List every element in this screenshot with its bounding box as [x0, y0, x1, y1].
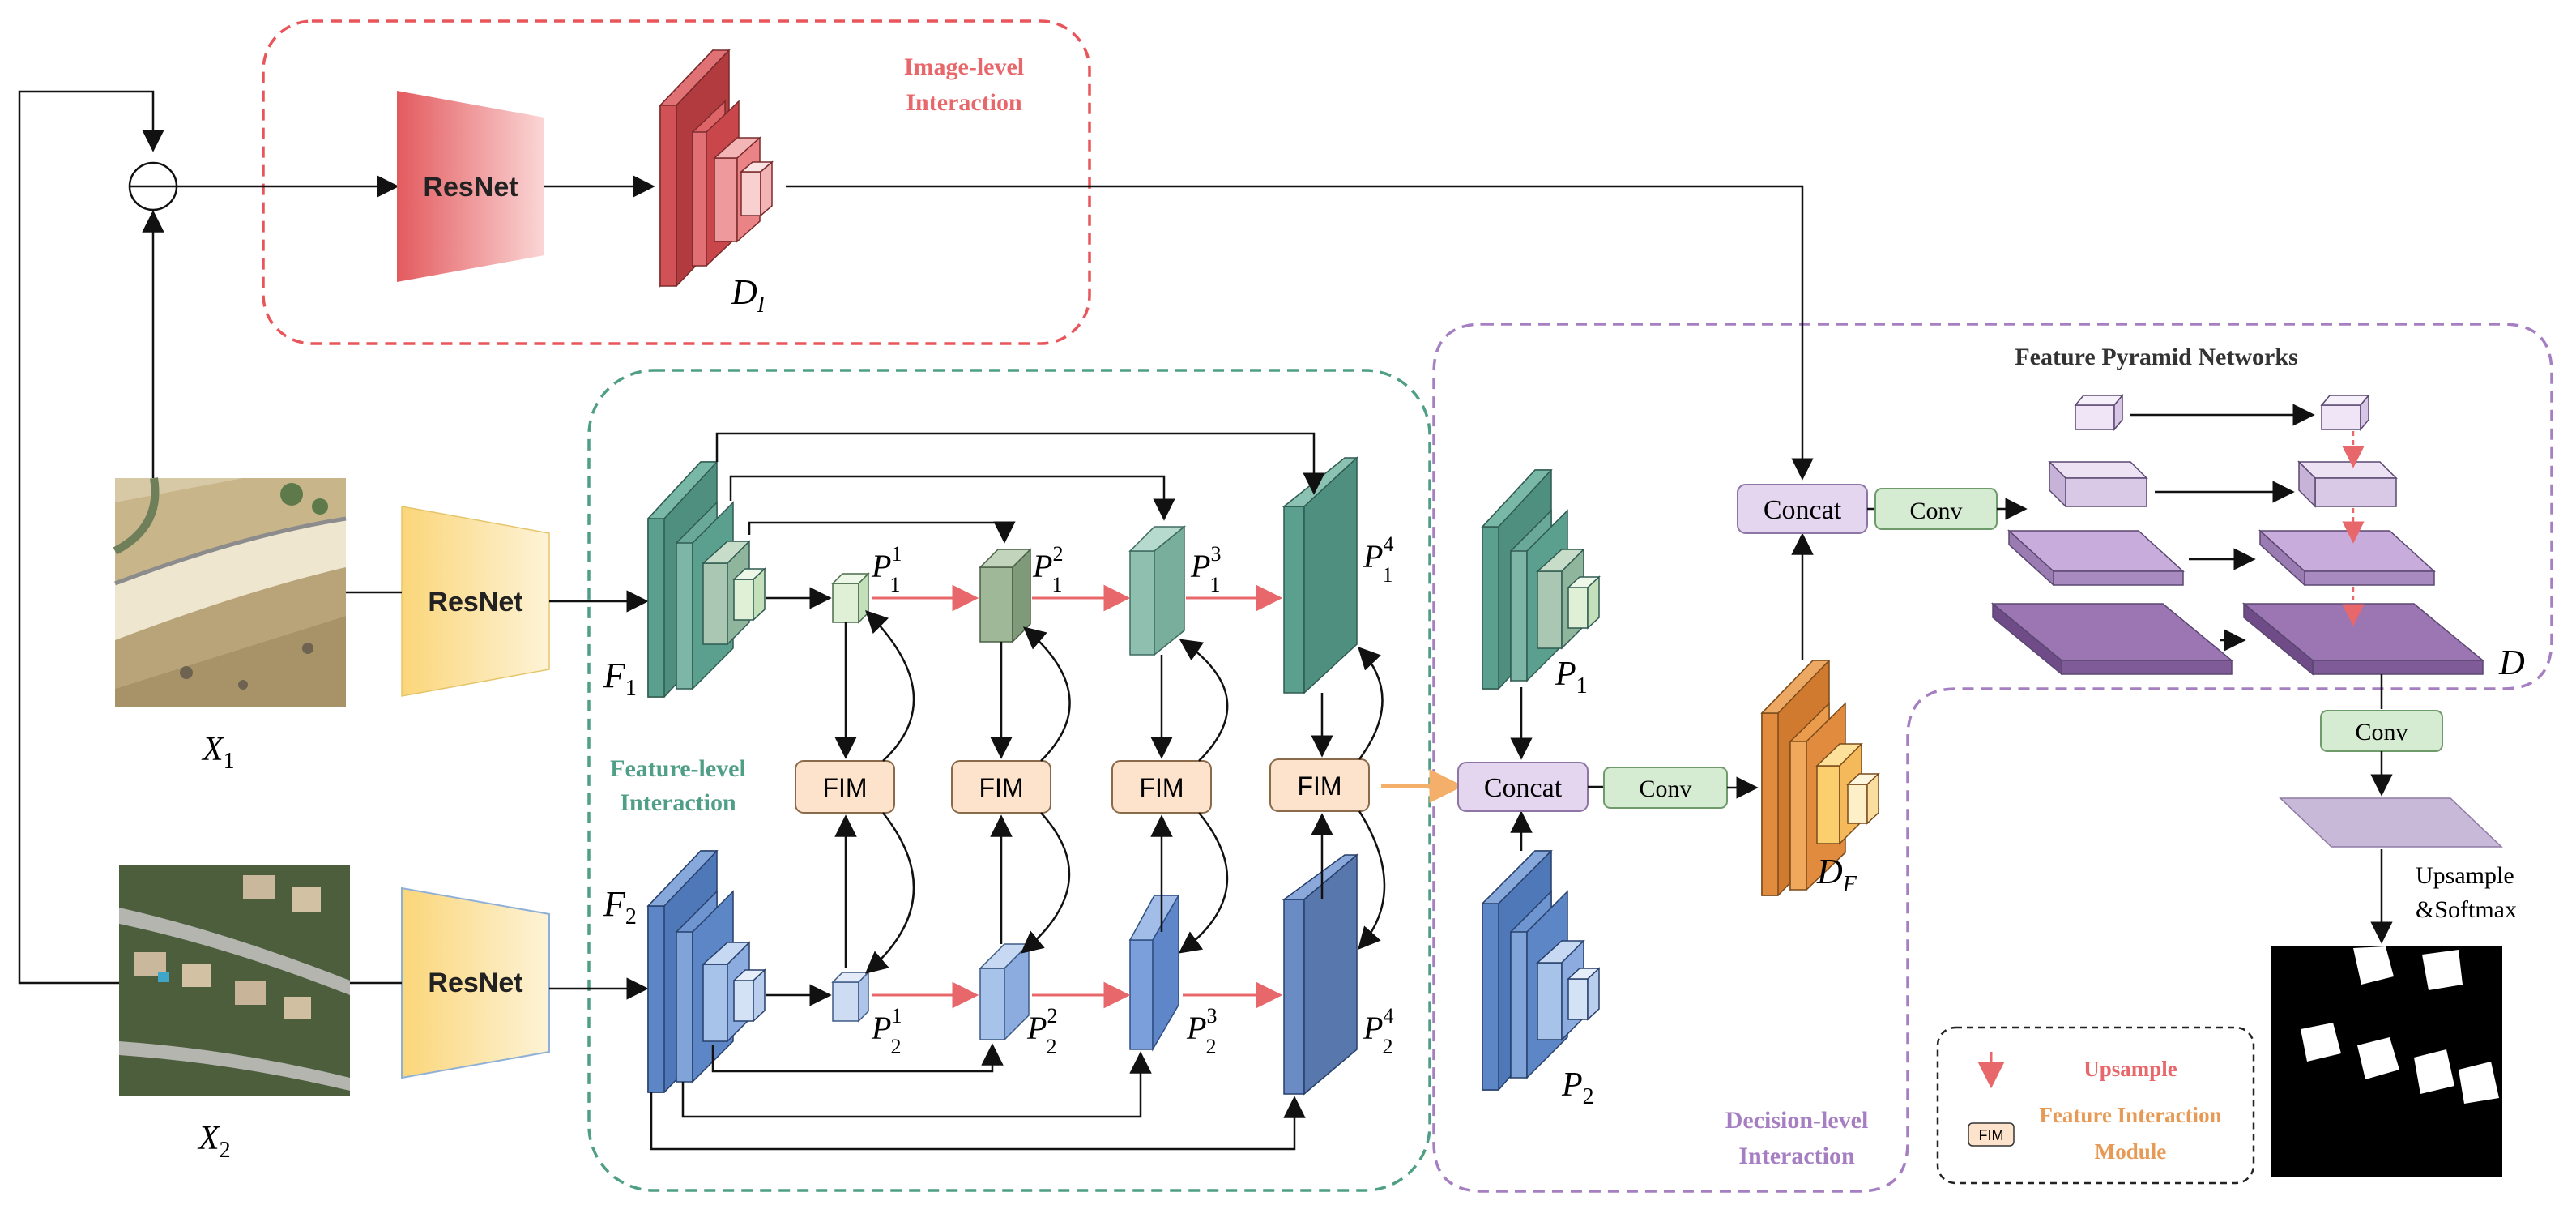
svg-text:FIM: FIM — [1139, 773, 1184, 802]
svg-text:P41: P41 — [1363, 532, 1393, 587]
fpn-left-column — [1990, 393, 2234, 676]
x2-label: X2 — [197, 1120, 231, 1163]
p1-level-3 — [1128, 525, 1187, 656]
p2-level-3 — [1128, 893, 1180, 1052]
p1-level-1 — [831, 572, 870, 624]
fim-block-3: FIM — [1111, 760, 1212, 814]
df-feature-stack — [1760, 660, 1880, 896]
legend-upsample-label: Upsample — [2083, 1057, 2177, 1081]
decision-level-title: Decision-level — [1725, 1107, 1869, 1134]
upsample-softmax-label-2: &Softmax — [2416, 896, 2517, 923]
svg-text:P32: P32 — [1186, 1004, 1217, 1058]
svg-text:Concat: Concat — [1764, 495, 1842, 525]
resnet-image-level-label: ResNet — [423, 172, 518, 203]
p2-level-4 — [1282, 853, 1359, 1096]
svg-text:FIM: FIM — [979, 773, 1023, 802]
svg-text:P12: P12 — [871, 1004, 902, 1058]
p2-level-1 — [831, 971, 870, 1023]
input-image-x1 — [113, 477, 347, 707]
resnet-x2 — [401, 887, 550, 1079]
difference-wiring — [18, 90, 399, 985]
svg-text:Concat: Concat — [1484, 773, 1563, 803]
resnet-x2-label: ResNet — [428, 968, 522, 998]
svg-text:P11: P11 — [871, 542, 901, 596]
decision-level-title-2: Interaction — [1738, 1143, 1855, 1169]
fim-block-2: FIM — [951, 760, 1051, 814]
concat-bottom-block: Concat — [1457, 762, 1589, 812]
p2-decision-stack — [1481, 850, 1601, 1091]
image-level-title: Image-level — [904, 53, 1024, 80]
fim-connections — [834, 610, 1386, 974]
f1-feature-stack — [646, 461, 766, 698]
legend-box — [1936, 1026, 2255, 1185]
conv-right-block: Conv — [2320, 710, 2443, 752]
conv-top-block: Conv — [1874, 488, 1998, 530]
d-label: D — [2498, 643, 2525, 682]
image-level-title-2: Interaction — [906, 89, 1022, 116]
di-label: DI — [731, 272, 766, 318]
feature-level-title: Feature-level — [610, 755, 746, 782]
upsample-softmax-label: Upsample — [2416, 862, 2514, 889]
f2-label: F2 — [603, 884, 637, 929]
svg-text:FIM: FIM — [822, 773, 867, 802]
f1-skip-connections — [715, 432, 1325, 544]
fim-block-1: FIM — [795, 760, 895, 814]
p1-decision-stack — [1481, 469, 1601, 690]
x1-label: X1 — [201, 731, 235, 774]
conv-bottom-block: Conv — [1603, 767, 1728, 809]
concat-top-block: Concat — [1737, 484, 1868, 534]
p1-level-2 — [979, 548, 1032, 643]
svg-text:Conv: Conv — [1909, 498, 1962, 524]
input-image-x2 — [119, 865, 350, 1096]
p1-decision-label: P1 — [1555, 656, 1588, 699]
subtract-operator — [128, 161, 178, 212]
fpn-right-column — [2241, 393, 2485, 676]
legend-fim-label: Feature Interaction — [2039, 1103, 2221, 1127]
svg-text:FIM: FIM — [1297, 771, 1341, 801]
svg-text:P22: P22 — [1026, 1004, 1057, 1058]
di-to-concat-arrow — [786, 185, 1814, 481]
svg-text:P42: P42 — [1363, 1004, 1393, 1058]
f2-feature-stack — [646, 850, 766, 1093]
resnet-image-level — [397, 91, 544, 282]
svg-text:P31: P31 — [1190, 542, 1221, 596]
fpn-title: Feature Pyramid Networks — [2015, 344, 2297, 370]
resnet-x1 — [401, 506, 550, 697]
p1-level-4 — [1282, 456, 1358, 694]
legend-fim-icon-label: FIM — [1979, 1127, 2004, 1143]
di-feature-stack — [659, 49, 774, 288]
f1-label: F1 — [603, 656, 637, 701]
resnet-x1-label: ResNet — [428, 587, 522, 617]
legend-fim-label-2: Module — [2095, 1139, 2167, 1164]
svg-text:P21: P21 — [1032, 542, 1063, 596]
decision-level-region — [1432, 323, 2553, 1193]
fpn-lateral-arrows — [2130, 404, 2315, 652]
resnet-output-arrows — [346, 175, 655, 1000]
f2-skip-connections — [650, 1043, 1306, 1151]
legend-fim-icon — [1968, 1122, 2015, 1147]
p2-decision-label: P2 — [1561, 1066, 1594, 1109]
df-label: DF — [1816, 852, 1857, 897]
feature-level-title-2: Interaction — [620, 789, 736, 816]
p2-level-2 — [979, 942, 1030, 1041]
fim-block-4: FIM — [1269, 758, 1370, 812]
output-change-mask — [2271, 946, 2502, 1177]
svg-text:Conv: Conv — [2355, 719, 2408, 746]
image-level-region — [262, 19, 1091, 345]
output-feature-plane — [2279, 797, 2503, 848]
svg-text:Conv: Conv — [1639, 776, 1691, 802]
